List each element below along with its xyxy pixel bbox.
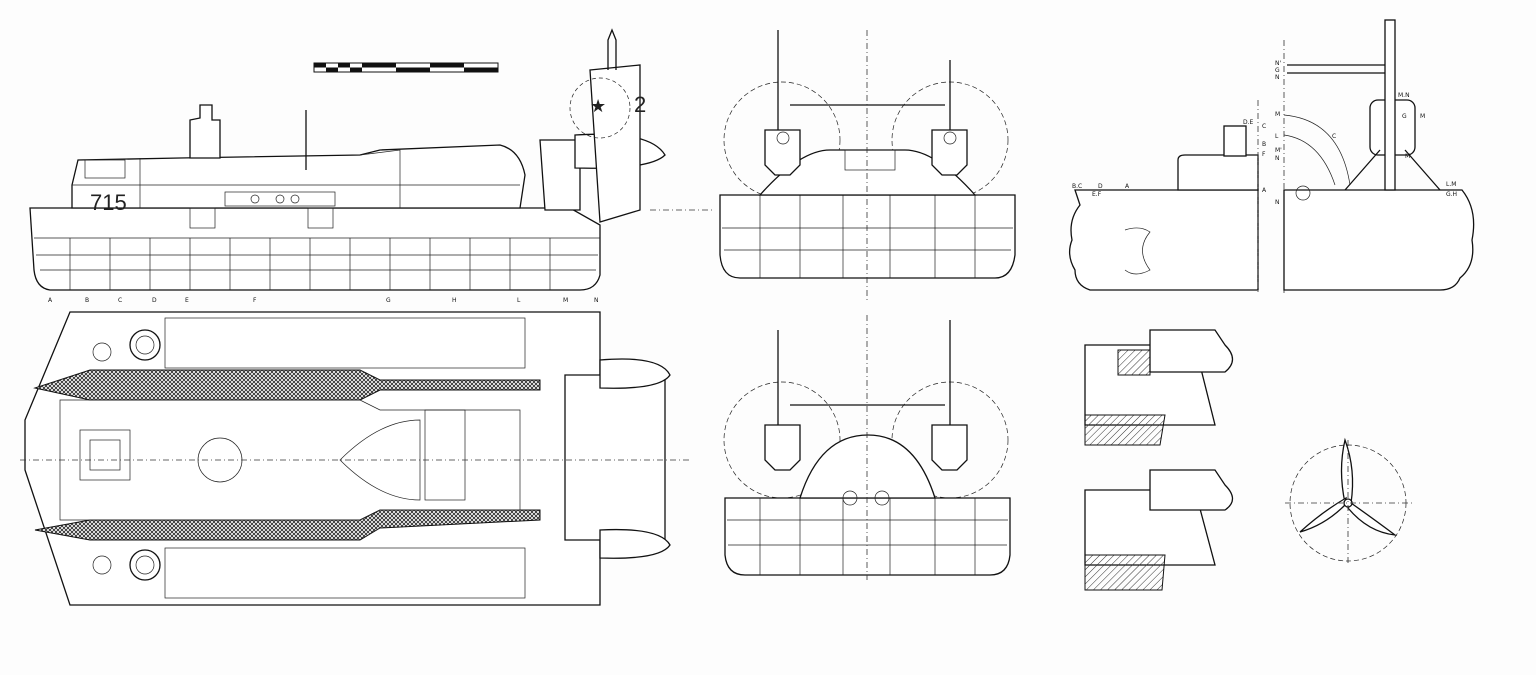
- label-m4: M: [1405, 153, 1410, 160]
- label-n1: N': [1275, 60, 1281, 67]
- label-ef: E.F: [1092, 191, 1102, 198]
- label-gh: G.H: [1446, 191, 1457, 198]
- label-n4: N: [1275, 199, 1280, 206]
- label-l: L: [1275, 133, 1279, 140]
- label-f: F: [1262, 151, 1266, 158]
- label-lm: L.M: [1446, 181, 1456, 188]
- label-b: B: [1262, 141, 1266, 148]
- label-de: D.E: [1243, 119, 1254, 126]
- label-g: G: [1275, 67, 1280, 74]
- station-l: L: [517, 297, 521, 304]
- station-e: E: [185, 297, 189, 304]
- station-b: B: [85, 297, 89, 304]
- hull-number: 715: [90, 190, 127, 215]
- label-bc: B.C: [1072, 183, 1082, 190]
- propeller-view: [1285, 437, 1412, 566]
- label-m2: M': [1275, 147, 1282, 154]
- label-m3: M: [1420, 113, 1425, 120]
- station-a: A: [48, 297, 53, 304]
- label-c2: C: [1332, 133, 1336, 140]
- station-markers: A B C D E F G H L M N: [48, 297, 599, 304]
- fin-number: 2: [634, 92, 646, 117]
- station-f: F: [253, 297, 257, 304]
- label-n3: N: [1275, 155, 1280, 162]
- label-mn: M.N: [1398, 92, 1410, 99]
- front-view: [650, 30, 1016, 300]
- label-c: C: [1262, 123, 1266, 130]
- station-m: M: [563, 297, 568, 304]
- star-insignia: ★: [590, 96, 606, 116]
- station-h: H: [452, 297, 457, 304]
- label-d: D: [1098, 183, 1103, 190]
- plan-view: [20, 311, 690, 606]
- label-m1: M: [1275, 111, 1280, 118]
- station-n: N: [594, 297, 599, 304]
- station-c: C: [118, 297, 122, 304]
- rear-view: [723, 315, 1011, 580]
- stern-detail-views: [1084, 329, 1234, 591]
- station-d: D: [152, 297, 157, 304]
- label-a2: A: [1125, 183, 1130, 190]
- scale-bar: [313, 62, 499, 73]
- cross-sections: D.E C B F A B.C D A E.F N' G N M L M' N …: [1068, 19, 1475, 295]
- label-g2: G: [1402, 113, 1407, 120]
- side-view: 715 2 ★: [29, 28, 666, 291]
- label-a: A: [1262, 187, 1267, 194]
- station-g: G: [386, 297, 391, 304]
- label-n2: N: [1275, 74, 1280, 81]
